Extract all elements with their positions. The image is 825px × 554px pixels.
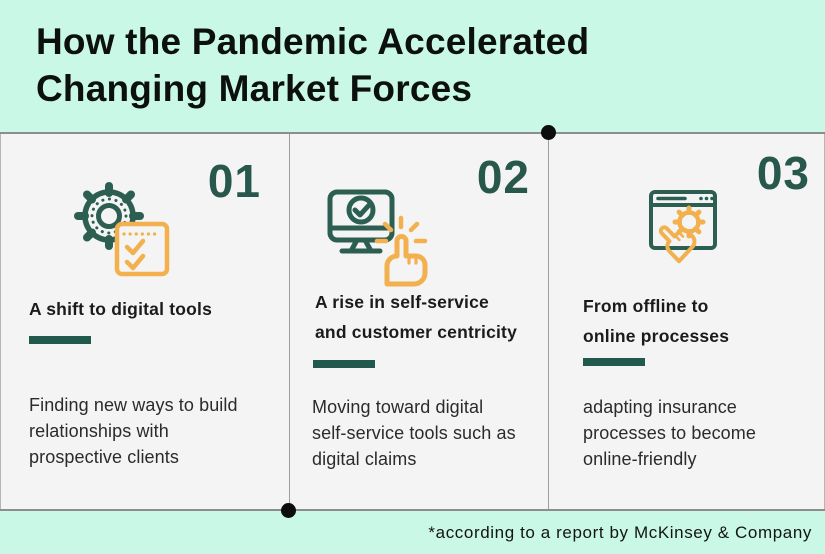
column-offline-to-online: 03 [549, 134, 825, 509]
heading-underline-bar [29, 336, 91, 344]
infographic-body: 01 [0, 125, 825, 518]
heading-underline-bar [583, 358, 645, 366]
gear-checklist-icon [65, 172, 170, 277]
page-title: How the Pandemic Accelerated Changing Ma… [36, 21, 590, 109]
heading-underline-bar [313, 360, 375, 368]
step-number-02: 02 [476, 151, 530, 203]
column-heading: A rise in self-service and customer cent… [315, 292, 518, 342]
column-shift-to-digital-tools: 01 [0, 134, 290, 509]
column-heading: A shift to digital tools [29, 299, 213, 319]
divider-dot-top [541, 125, 556, 140]
step-number-01: 01 [207, 155, 261, 207]
column-heading: From offline to online processes [583, 296, 730, 346]
column-description: Finding new ways to build relationships … [29, 395, 238, 467]
divider-dot-bottom [281, 503, 296, 518]
step-number-03: 03 [756, 147, 810, 199]
infographic-footer: *according to a report by McKinsey & Com… [0, 511, 825, 554]
browser-gear-hand-icon [645, 186, 721, 264]
column-description: adapting insurance processes to become o… [583, 397, 756, 469]
column-description: Moving toward digital self-service tools… [312, 397, 516, 469]
infographic-header: How the Pandemic Accelerated Changing Ma… [0, 0, 825, 132]
monitor-click-icon [324, 184, 428, 288]
source-footnote: *according to a report by McKinsey & Com… [428, 522, 812, 542]
column-rise-in-self-service: 02 [290, 134, 549, 509]
